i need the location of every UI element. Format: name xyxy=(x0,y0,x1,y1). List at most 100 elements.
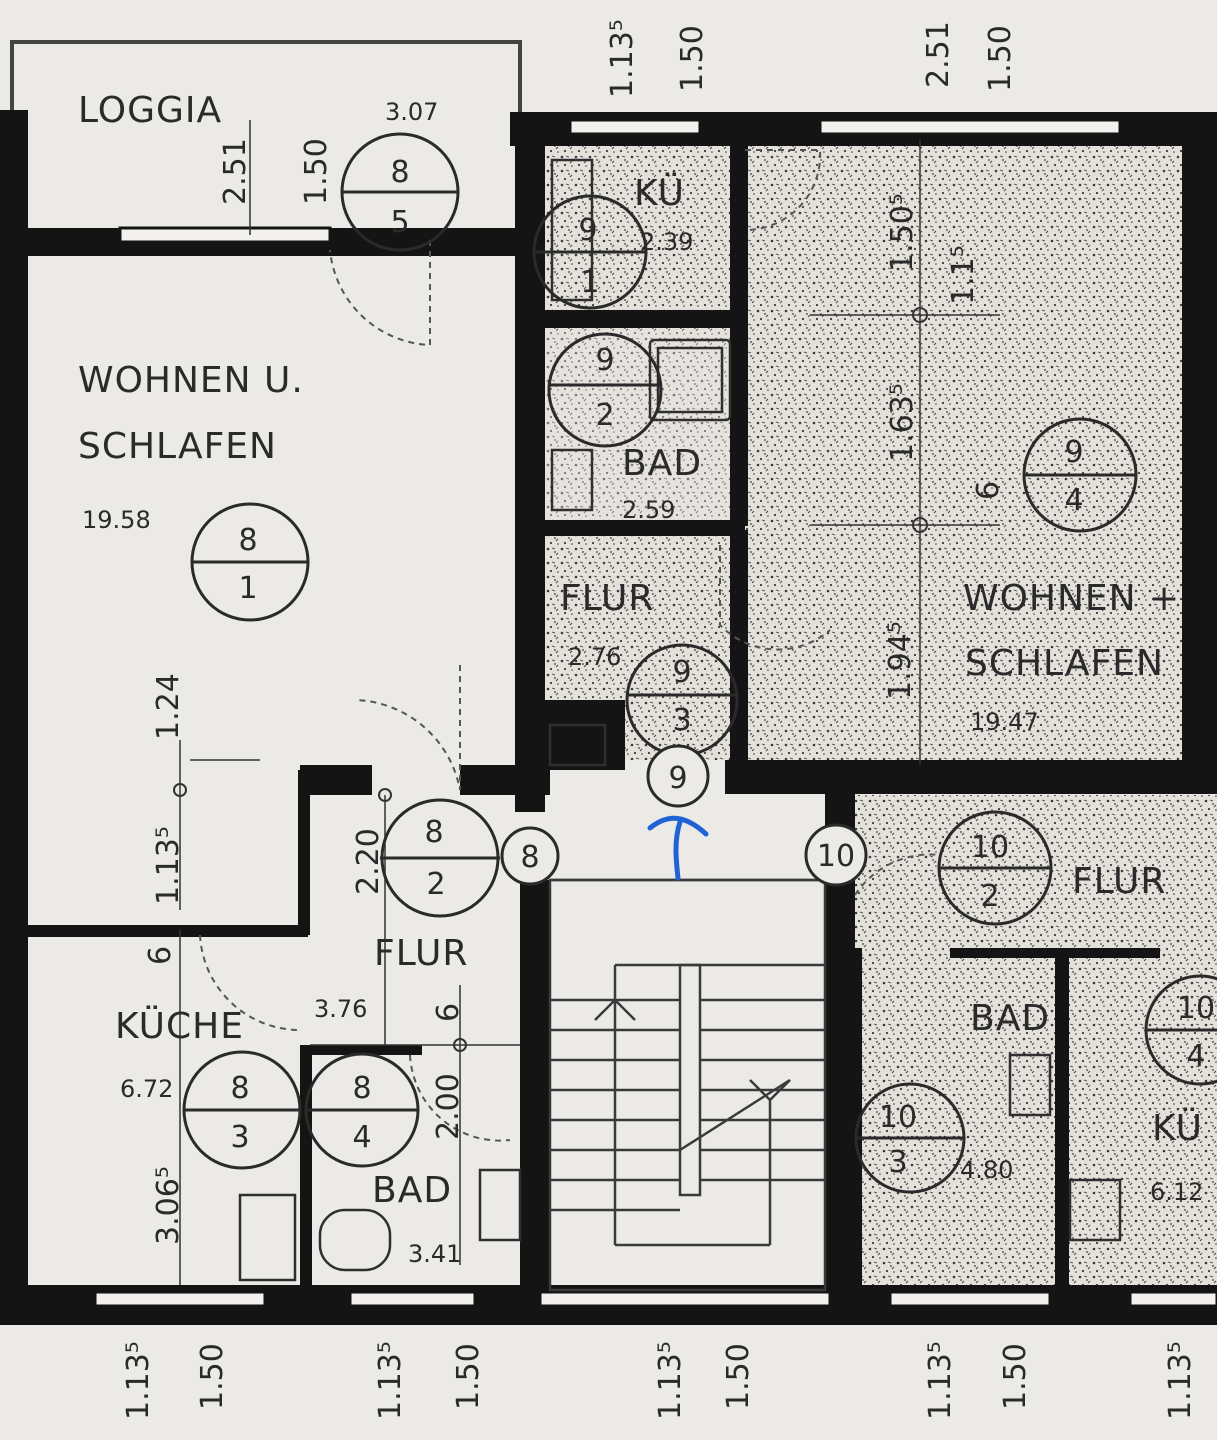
room-area-kueche: 6.72 xyxy=(120,1075,173,1103)
marker-9-4-bottom: 4 xyxy=(1064,483,1083,518)
dim-loggia-251: 2.51 xyxy=(218,138,253,205)
dim-bottom-150-c: 1.50 xyxy=(721,1343,756,1410)
dim-bottom-150-a: 1.50 xyxy=(195,1343,230,1410)
dim-top-1135: 1.13⁵ xyxy=(605,19,640,98)
dim-bottom-150-b: 1.50 xyxy=(451,1343,486,1410)
marker-8-5-top: 8 xyxy=(390,155,409,190)
marker-9-2-top: 9 xyxy=(595,343,614,378)
dim-top-251: 2.51 xyxy=(921,21,956,88)
room-marker-9-2: 9 2 xyxy=(547,332,663,448)
dim-1945: 1.94⁵ xyxy=(883,621,918,700)
door-marker-9-label: 9 xyxy=(668,761,687,796)
marker-9-3-bottom: 3 xyxy=(672,703,691,738)
room-label-wohnen-right-line1: WOHNEN + xyxy=(963,578,1180,619)
room-label-loggia: LOGGIA xyxy=(78,90,222,131)
dim-6c: 6 xyxy=(431,1003,466,1022)
dim-220: 2.20 xyxy=(351,828,386,895)
marker-9-1-top: 9 xyxy=(578,213,597,248)
dim-loggia-307: 3.07 xyxy=(385,98,438,126)
room-marker-8-4: 8 4 xyxy=(304,1052,420,1168)
room-label-bad-top: BAD xyxy=(622,443,702,484)
dim-bottom-150-d: 1.50 xyxy=(998,1343,1033,1410)
dim-top-150b: 1.50 xyxy=(983,25,1018,92)
marker-10-2-bottom: 2 xyxy=(980,879,999,914)
dim-bottom-1135-d: 1.13⁵ xyxy=(923,1341,958,1420)
room-marker-8-5: 8 5 xyxy=(340,132,460,252)
marker-8-3-top: 8 xyxy=(230,1071,249,1106)
marker-9-1-bottom: 1 xyxy=(580,265,599,300)
room-marker-10-2: 10 2 xyxy=(937,810,1053,926)
room-label-wohnen-left-line2: SCHLAFEN xyxy=(78,426,277,467)
marker-8-4-bottom: 4 xyxy=(352,1120,371,1155)
dim-bottom-1135-c: 1.13⁵ xyxy=(653,1341,688,1420)
room-label-bad-right: BAD xyxy=(970,998,1050,1039)
dimension-ticks xyxy=(173,307,928,1052)
marker-8-1-bottom: 1 xyxy=(238,571,257,606)
room-marker-10-3: 10 3 xyxy=(854,1082,966,1194)
room-area-bad-right: 4.80 xyxy=(960,1156,1013,1184)
room-area-bad-bottom: 3.41 xyxy=(408,1240,461,1268)
dim-115: 1.1⁵ xyxy=(946,245,981,305)
marker-8-5-bottom: 5 xyxy=(390,205,409,240)
dim-bottom-1135-b: 1.13⁵ xyxy=(373,1341,408,1420)
room-area-ku-top: 2.39 xyxy=(640,228,693,256)
marker-9-2-bottom: 2 xyxy=(595,398,614,433)
dim-bottom-1135-e: 1.13⁵ xyxy=(1163,1341,1198,1420)
dim-200: 2.00 xyxy=(431,1073,466,1140)
marker-8-3-bottom: 3 xyxy=(230,1120,249,1155)
windows xyxy=(93,118,1217,1308)
marker-8-2-top: 8 xyxy=(424,815,443,850)
marker-8-4-top: 8 xyxy=(352,1071,371,1106)
dim-1135-left: 1.13⁵ xyxy=(151,826,186,905)
dim-6b: 6 xyxy=(143,946,178,965)
marker-8-2-bottom: 2 xyxy=(426,867,445,902)
room-area-flur-top: 2.76 xyxy=(568,643,621,671)
room-area-flur-mid: 3.76 xyxy=(314,995,367,1023)
room-marker-9-1: 9 1 xyxy=(532,194,648,310)
room-label-flur-mid: FLUR xyxy=(374,933,468,974)
door-marker-10: 10 xyxy=(804,823,868,887)
room-label-kueche: KÜCHE xyxy=(115,1005,244,1047)
room-label-bad-bottom: BAD xyxy=(372,1170,452,1211)
marker-10-4-top: 10 xyxy=(1177,991,1215,1026)
dim-1635: 1.63⁵ xyxy=(885,383,920,462)
dim-1505: 1.50⁵ xyxy=(885,193,920,272)
room-label-ku-right: KÜ xyxy=(1152,1107,1203,1149)
door-swings xyxy=(199,149,941,1142)
room-marker-9-4: 9 4 xyxy=(1022,417,1138,533)
room-area-wohnen-left: 19.58 xyxy=(82,506,151,534)
dim-3065: 3.06⁵ xyxy=(151,1166,186,1245)
door-marker-8-label: 8 xyxy=(520,840,539,875)
blue-arrow-annotation xyxy=(647,815,709,881)
dim-bottom-1135-a: 1.13⁵ xyxy=(121,1341,156,1420)
door-marker-8: 8 xyxy=(500,826,560,886)
fixtures xyxy=(238,158,1122,1282)
room-marker-10-4: 10 4 xyxy=(1144,974,1217,1086)
door-marker-9: 9 xyxy=(646,744,710,808)
marker-9-3-top: 9 xyxy=(672,655,691,690)
marker-10-3-bottom: 3 xyxy=(888,1145,907,1180)
room-area-bad-top: 2.59 xyxy=(622,496,675,524)
marker-9-4-top: 9 xyxy=(1064,435,1083,470)
marker-8-1-top: 8 xyxy=(238,523,257,558)
door-marker-10-label: 10 xyxy=(817,839,855,874)
room-label-flur-top: FLUR xyxy=(560,578,654,619)
room-label-wohnen-right-line2: SCHLAFEN xyxy=(965,643,1164,684)
room-marker-8-2: 8 2 xyxy=(380,798,500,918)
room-area-ku-right: 6.12 xyxy=(1150,1178,1203,1206)
room-label-wohnen-left-line1: WOHNEN U. xyxy=(78,360,304,401)
dim-124: 1.24 xyxy=(151,673,186,740)
marker-10-4-bottom: 4 xyxy=(1186,1039,1205,1074)
room-marker-8-1: 8 1 xyxy=(190,502,310,622)
marker-10-3-top: 10 xyxy=(879,1100,917,1135)
marker-10-2-top: 10 xyxy=(971,830,1009,865)
hatched-zones xyxy=(545,145,1217,1285)
room-label-ku-top: KÜ xyxy=(634,172,685,214)
dim-loggia-150: 1.50 xyxy=(299,138,334,205)
dim-6: 6 xyxy=(971,481,1006,500)
staircase xyxy=(548,878,827,1292)
dim-top-150: 1.50 xyxy=(675,25,710,92)
room-area-wohnen-right: 19.47 xyxy=(970,708,1039,736)
room-marker-8-3: 8 3 xyxy=(182,1050,302,1170)
